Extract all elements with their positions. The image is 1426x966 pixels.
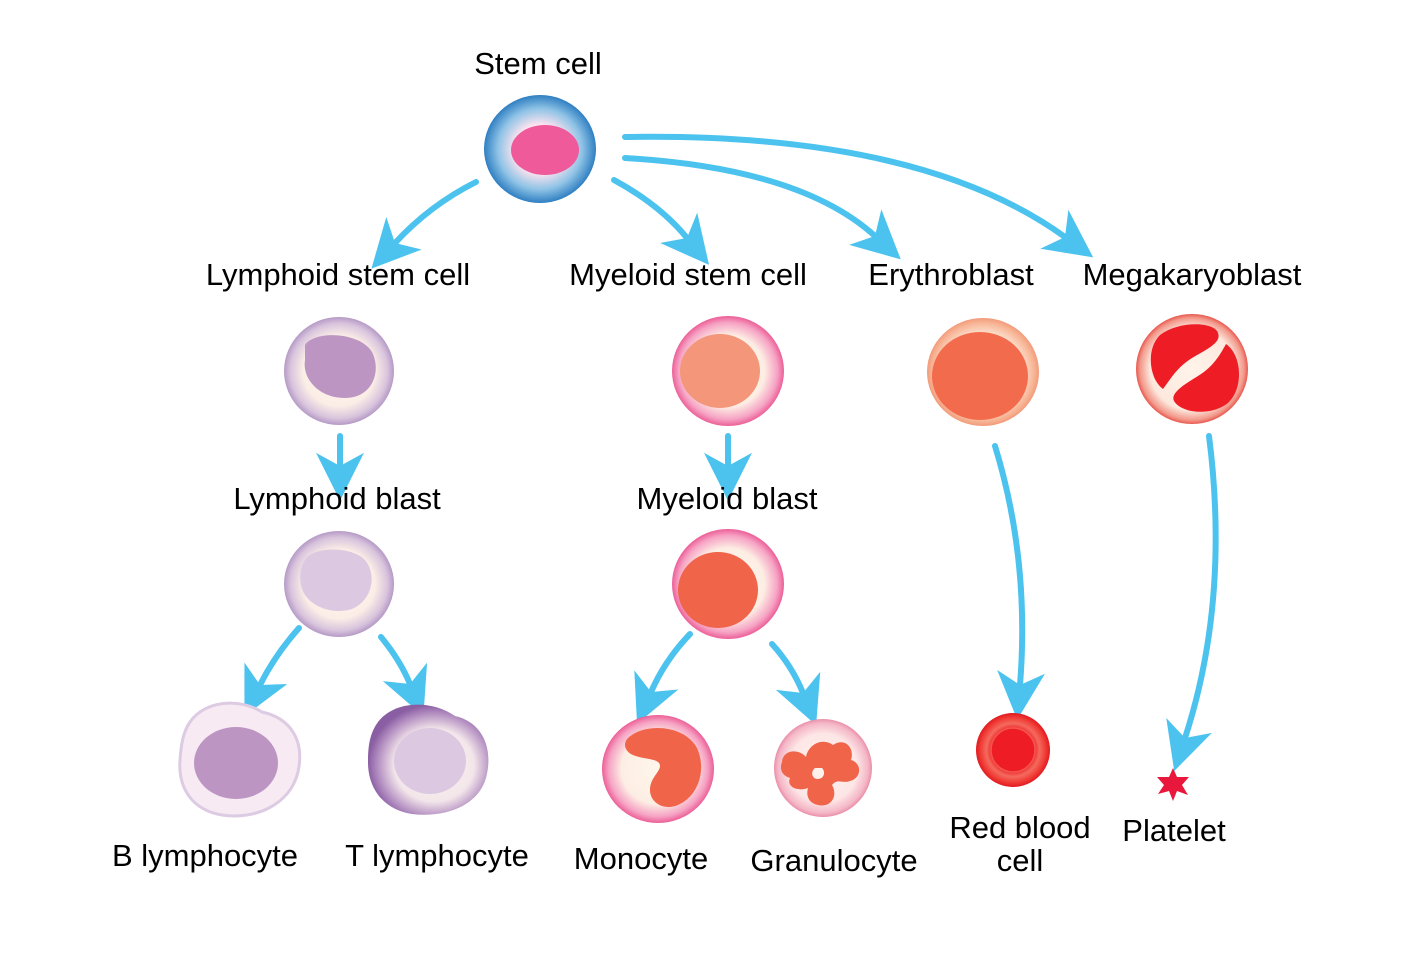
myeloid-stem-cell-nucleus <box>680 334 760 408</box>
lymphoid-stem-cell-nucleus <box>304 335 376 398</box>
label-erythroblast: Erythroblast <box>868 257 1034 292</box>
myeloid-blast <box>672 529 784 639</box>
red-blood-cell-center <box>990 727 1036 773</box>
label-b-lymphocyte: B lymphocyte <box>111 838 299 873</box>
arrow-stem-to-myeloid <box>611 177 710 265</box>
erythroblast <box>927 318 1039 426</box>
granulocyte <box>774 719 872 817</box>
lymphoid-blast-nucleus <box>300 549 372 612</box>
stem-cell <box>484 95 596 203</box>
label-stem-cell: Stem cell <box>474 46 602 81</box>
arrow-blast-to-monocyte <box>634 631 693 724</box>
platelet <box>1157 768 1189 801</box>
label-lymphoid-stem-cell: Lymphoid stem cell <box>205 257 471 292</box>
lymphoid-blast <box>284 531 394 637</box>
myeloid-stem-cell <box>672 316 784 426</box>
label-red-blood-cell: Red blood cell <box>949 810 1091 878</box>
monocyte <box>602 715 714 823</box>
myeloid-blast-nucleus <box>678 552 758 628</box>
label-platelet: Platelet <box>1122 813 1226 848</box>
label-monocyte: Monocyte <box>573 841 709 876</box>
b-lymphocyte-nucleus <box>194 727 278 799</box>
arrow-stem-to-megakaryoblast <box>622 133 1094 258</box>
megakaryoblast-nucleus-left <box>1150 324 1219 389</box>
arrows <box>244 133 1219 772</box>
label-granulocyte: Granulocyte <box>750 843 918 878</box>
arrow-blast-to-t-lymphocyte <box>378 634 428 717</box>
label-red-blood-cell-line2: cell <box>996 842 1044 878</box>
erythroblast-nucleus <box>932 332 1028 420</box>
monocyte-nucleus <box>625 727 702 808</box>
arrow-blast-to-granulocyte <box>769 641 821 726</box>
t-lymphocyte <box>368 704 489 815</box>
arrow-blast-to-b-lymphocyte <box>244 625 302 717</box>
label-myeloid-stem-cell: Myeloid stem cell <box>569 257 807 292</box>
megakaryoblast-nucleus-right <box>1173 344 1240 412</box>
arrow-stem-to-erythroblast <box>622 155 901 260</box>
granulocyte-nucleus <box>780 741 860 806</box>
stem-cell-nucleus <box>511 125 579 175</box>
label-megakaryoblast: Megakaryoblast <box>1082 257 1302 292</box>
label-t-lymphocyte: T lymphocyte <box>345 838 529 873</box>
lymphoid-stem-cell <box>284 317 394 425</box>
arrow-megakaryoblast-to-platelet <box>1166 433 1219 772</box>
label-red-blood-cell-line1: Red blood <box>949 810 1091 845</box>
label-lymphoid-blast: Lymphoid blast <box>233 481 441 516</box>
arrow-erythroblast-to-red-blood-cell <box>992 443 1045 720</box>
arrow-stem-to-lymphoid <box>371 179 479 269</box>
t-lymphocyte-nucleus <box>394 728 466 794</box>
b-lymphocyte <box>178 701 302 818</box>
megakaryoblast <box>1136 314 1248 424</box>
red-blood-cell <box>976 713 1050 787</box>
label-myeloid-blast: Myeloid blast <box>636 481 818 516</box>
